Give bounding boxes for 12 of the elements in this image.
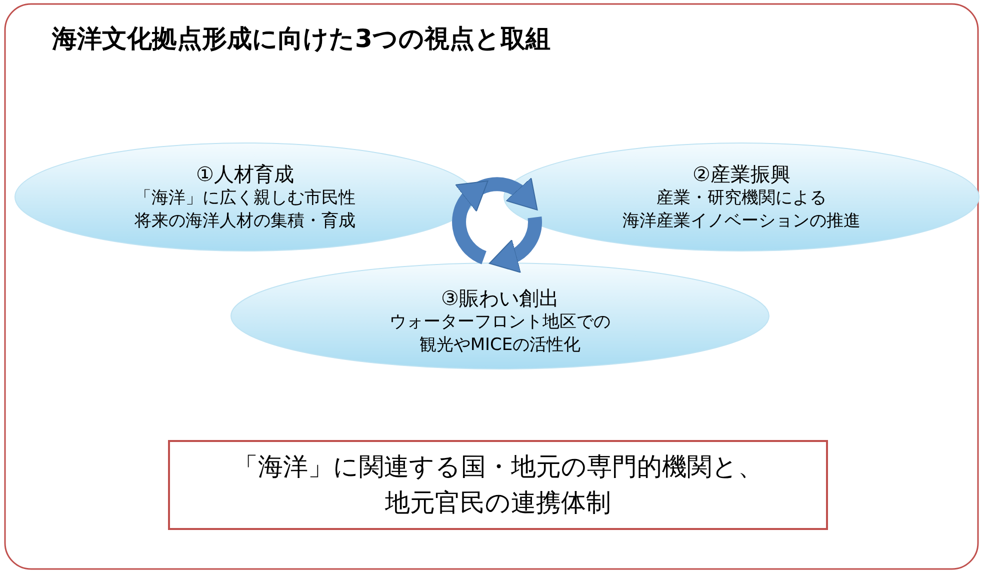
text-box: [168, 440, 828, 530]
node-text: 「海洋」に広く親しむ市民性将来の海洋人材の集積・育成: [134, 187, 356, 233]
ellipse-node: [230, 262, 770, 370]
node-heading: ③賑わい創出: [441, 285, 559, 311]
node-text: ウォーターフロント地区での観光やMICEの活性化: [388, 311, 612, 357]
ellipse-node: [503, 142, 980, 252]
node-text: 「海洋」に関連する国・地元の専門的機関と、地元官民の連携体制: [232, 451, 764, 519]
cycle-arrow: [452, 180, 488, 264]
node-heading: ①人材育成: [196, 161, 294, 187]
node-text: 産業・研究機関による海洋産業イノベーションの推進: [622, 187, 862, 233]
node-heading: ②産業振興: [692, 161, 790, 187]
title: 海洋文化拠点形成に向けた3つの視点と取組: [52, 23, 550, 55]
